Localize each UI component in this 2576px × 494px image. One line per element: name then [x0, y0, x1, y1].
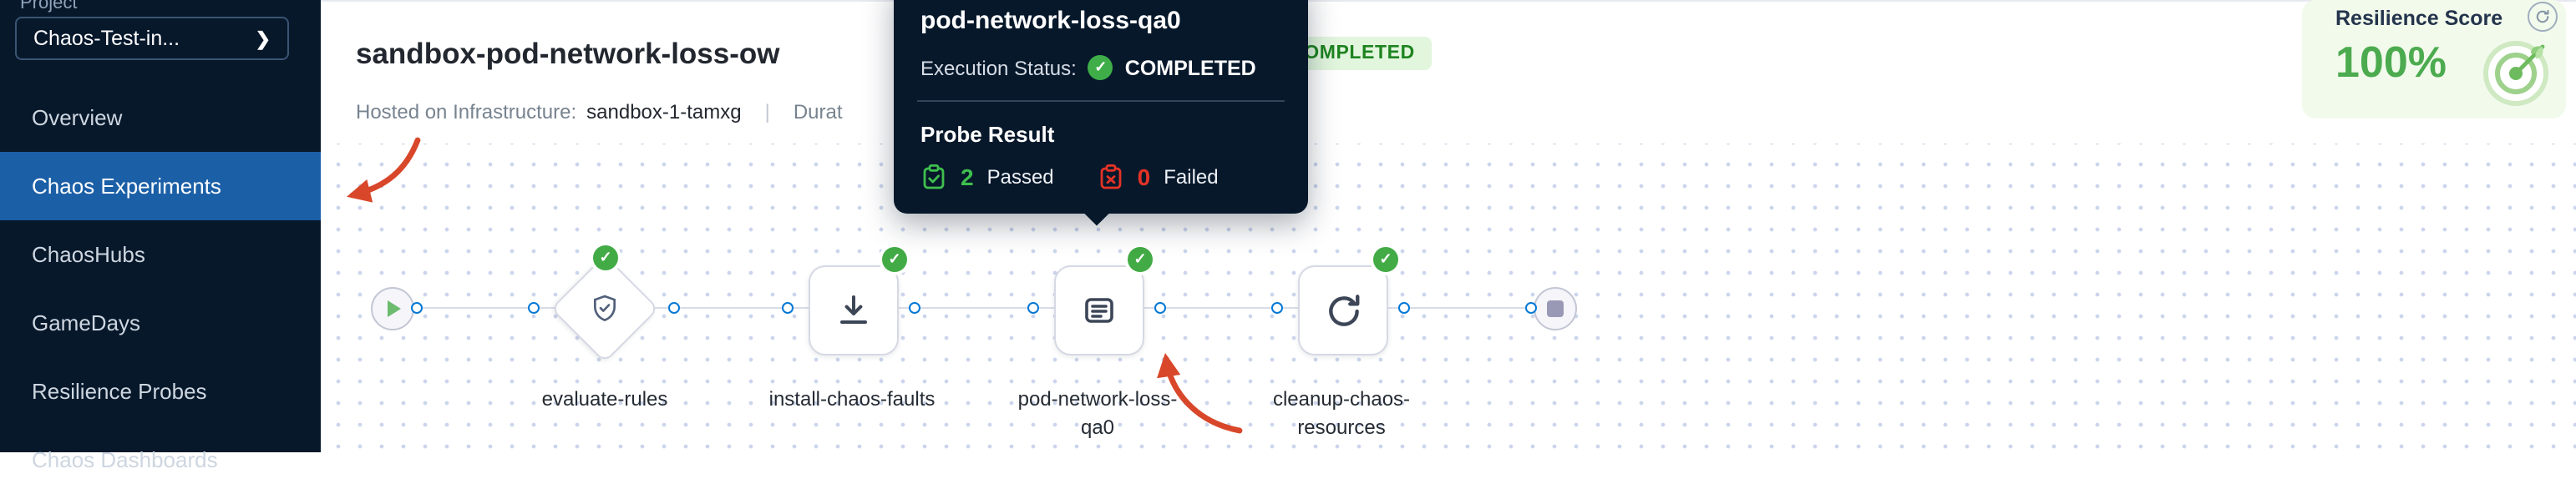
header-divider — [321, 0, 2576, 2]
play-icon — [388, 300, 401, 317]
probe-result-title: Probe Result — [920, 122, 1055, 147]
port-dot — [782, 302, 794, 314]
check-glyph: ✓ — [888, 250, 901, 267]
project-label: Project — [20, 0, 78, 13]
success-badge-icon: ✓ — [1128, 247, 1153, 272]
infrastructure-label: Hosted on Infrastructure: — [356, 100, 577, 124]
port-dot — [1027, 302, 1039, 314]
passed-clipboard-icon — [923, 164, 945, 189]
infrastructure-value: sandbox-1-tamxg — [586, 100, 742, 124]
sidebar-item-label: Resilience Probes — [32, 379, 207, 404]
chevron-right-icon: ❯ — [255, 29, 271, 49]
download-icon — [840, 295, 867, 324]
sidebar-item-chaos-dashboards[interactable]: Chaos Dashboards — [0, 426, 321, 494]
port-dot — [668, 302, 680, 314]
success-badge-icon: ✓ — [1373, 247, 1398, 272]
port-dot — [1154, 302, 1166, 314]
failed-label: Failed — [1164, 165, 1219, 189]
tooltip-divider — [917, 100, 1285, 102]
port-dot — [909, 302, 920, 314]
sidebar-item-label: Overview — [32, 105, 123, 130]
success-badge-icon: ✓ — [882, 247, 907, 272]
sidebar-item-label: GameDays — [32, 310, 141, 335]
pipeline-canvas — [321, 144, 2576, 451]
check-circle-icon: ✓ — [1088, 55, 1113, 80]
refresh-small-icon — [2536, 9, 2549, 23]
page-title: sandbox-pod-network-loss-ow — [356, 37, 780, 70]
sidebar-nav: Overview Chaos Experiments ChaosHubs Gam… — [0, 83, 321, 494]
pipeline-end-node[interactable] — [1534, 287, 1577, 330]
failed-count: 0 — [1137, 164, 1151, 190]
sidebar-item-resilience-probes[interactable]: Resilience Probes — [0, 357, 321, 426]
target-illustration-icon — [2483, 41, 2548, 106]
resilience-score-card: Resilience Score 100% — [2302, 0, 2566, 118]
passed-count: 2 — [961, 164, 974, 190]
sidebar-item-overview[interactable]: Overview — [0, 83, 321, 152]
execution-status-value: COMPLETED — [1124, 56, 1256, 79]
failed-clipboard-icon — [1100, 164, 1122, 189]
stop-icon — [1547, 300, 1564, 317]
node-install-chaos-faults[interactable] — [809, 265, 899, 355]
port-dot — [528, 302, 540, 314]
sidebar-item-chaoshubs[interactable]: ChaosHubs — [0, 220, 321, 289]
node-label: evaluate-rules — [541, 387, 668, 411]
refresh-score-button[interactable] — [2528, 2, 2558, 32]
node-cleanup-chaos-resources[interactable] — [1298, 265, 1388, 355]
pipeline-start-node[interactable] — [371, 287, 414, 330]
port-dot — [1525, 302, 1537, 314]
success-badge-icon: ✓ — [593, 245, 618, 270]
chaos-experiment-page: Project Chaos-Test-in... ❯ Overview Chao… — [0, 0, 2576, 472]
sidebar-item-label: ChaosHubs — [32, 242, 145, 267]
experiment-subtitle: Hosted on Infrastructure: sandbox-1-tamx… — [356, 100, 843, 124]
node-label: pod-network-loss-qa0 — [1017, 387, 1178, 440]
check-glyph: ✓ — [1133, 250, 1147, 267]
pipeline-connector-line — [414, 307, 1534, 310]
sidebar-item-chaos-experiments[interactable]: Chaos Experiments — [0, 152, 321, 220]
resilience-score-label: Resilience Score — [2335, 7, 2503, 30]
node-evaluate-rules[interactable] — [550, 254, 660, 364]
subtitle-separator: | — [764, 100, 770, 124]
execution-status-label: Execution Status: — [920, 56, 1077, 79]
resilience-score-value: 100% — [2335, 37, 2447, 87]
sidebar-item-label: Chaos Experiments — [32, 174, 221, 199]
shield-check-icon — [566, 270, 643, 347]
refresh-icon — [1328, 294, 1359, 325]
node-label: cleanup-chaos-resources — [1272, 387, 1411, 440]
check-glyph: ✓ — [599, 249, 612, 265]
port-dot — [1398, 302, 1410, 314]
node-pod-network-loss-qa0[interactable] — [1054, 265, 1144, 355]
execution-status-row: Execution Status: ✓ COMPLETED — [920, 55, 1281, 80]
project-selector[interactable]: Chaos-Test-in... ❯ — [15, 17, 289, 60]
sidebar-item-gamedays[interactable]: GameDays — [0, 289, 321, 357]
project-selector-value: Chaos-Test-in... — [33, 27, 180, 50]
check-glyph: ✓ — [1379, 250, 1392, 267]
probe-result-row: 2 Passed 0 Failed — [920, 164, 1281, 190]
duration-label: Durat — [793, 100, 843, 124]
sidebar: Project Chaos-Test-in... ❯ Overview Chao… — [0, 0, 321, 472]
probe-result-tooltip: pod-network-loss-qa0 Execution Status: ✓… — [894, 0, 1308, 226]
experiment-icon — [1085, 298, 1113, 323]
node-label: install-chaos-faults — [768, 387, 936, 411]
tooltip-title: pod-network-loss-qa0 — [920, 7, 1181, 35]
port-dot — [1271, 302, 1283, 314]
port-dot — [411, 302, 423, 314]
passed-label: Passed — [986, 165, 1054, 189]
